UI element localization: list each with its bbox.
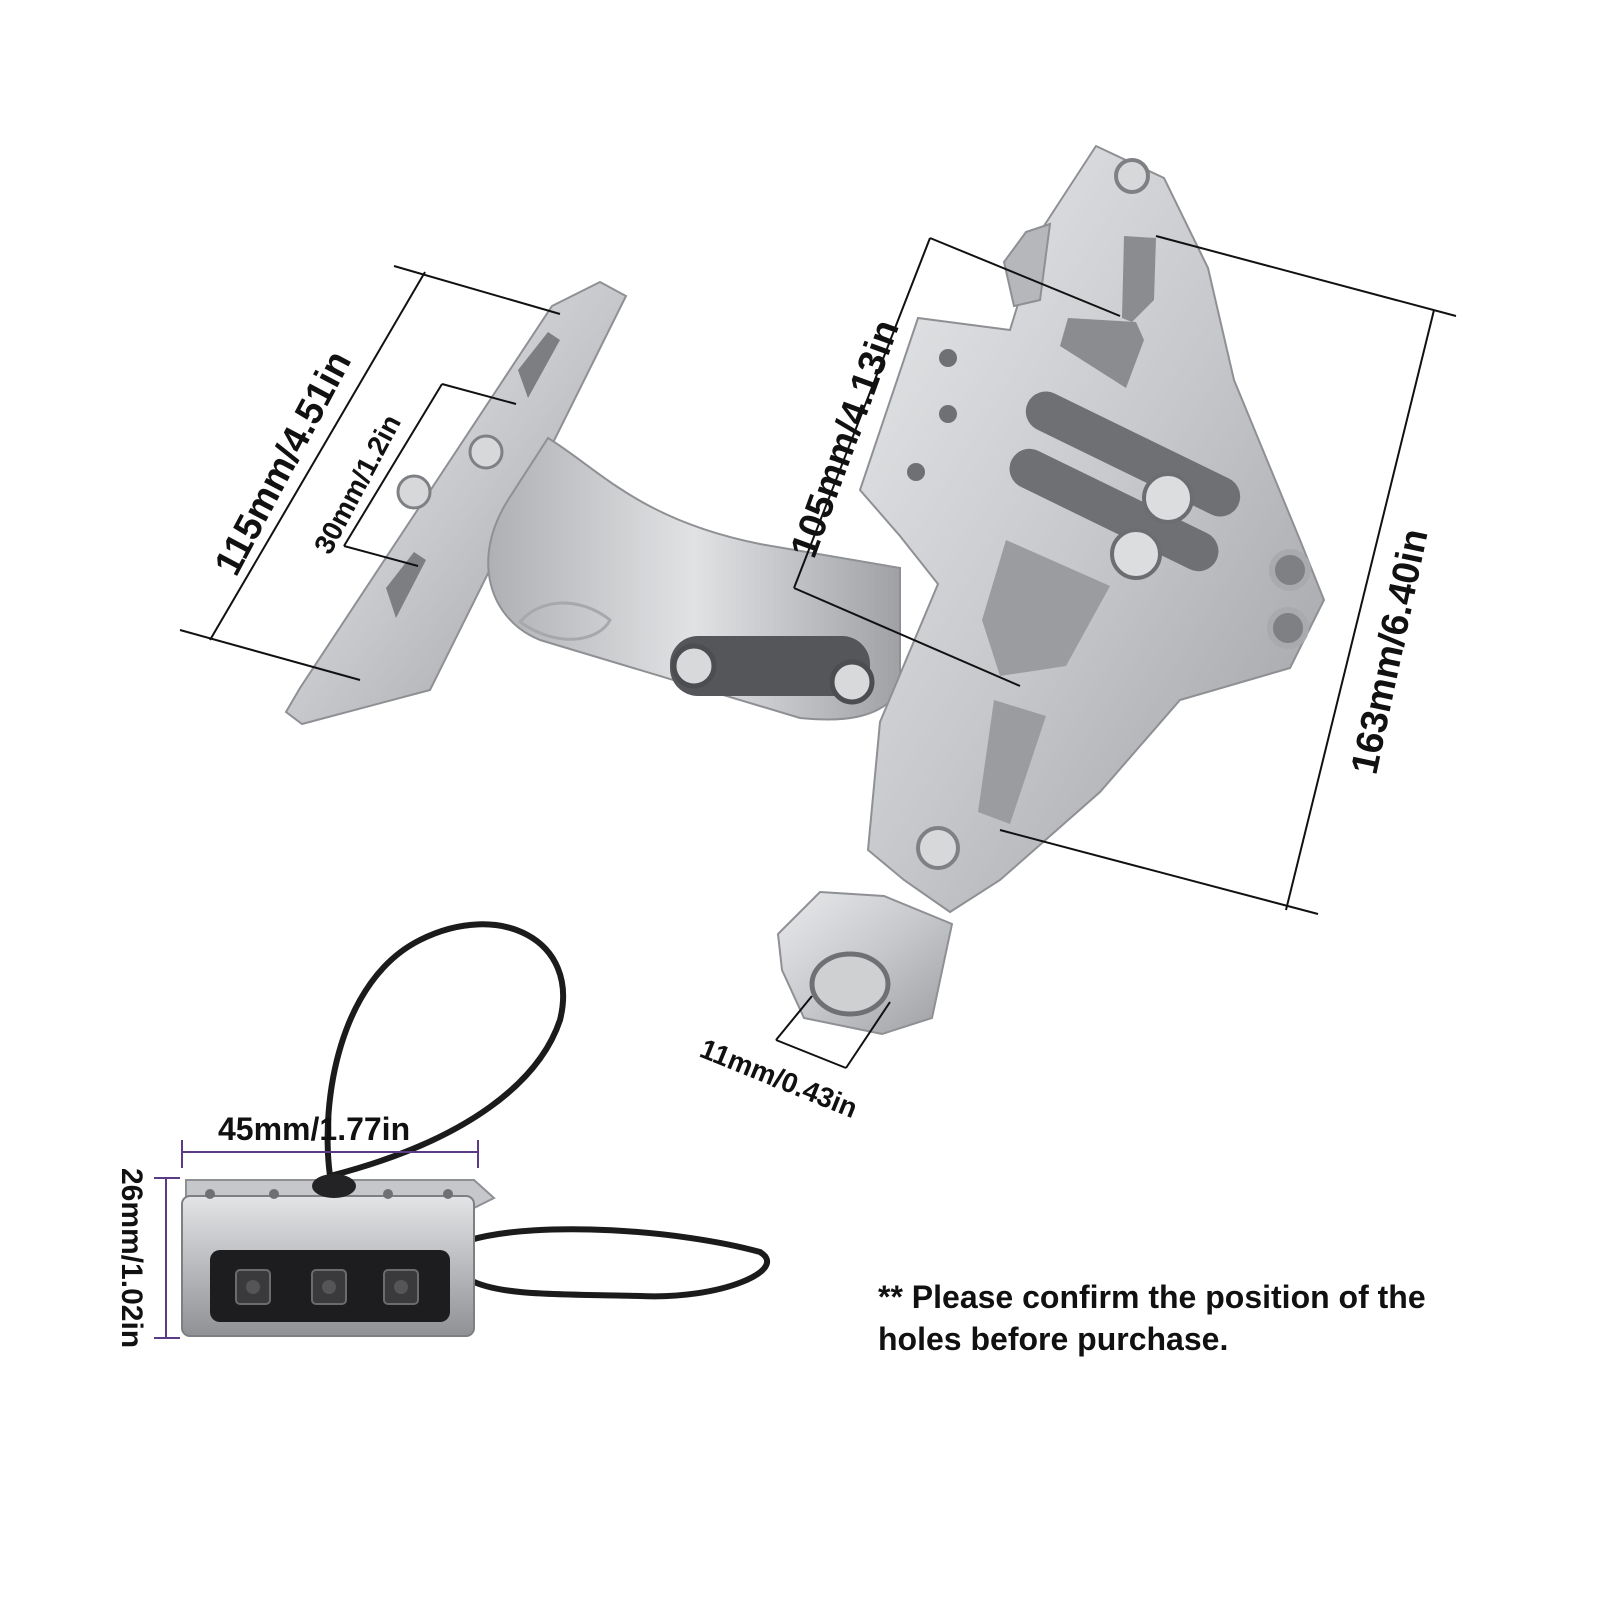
bracket-slot-4 xyxy=(1009,448,1219,572)
swing-arm xyxy=(487,436,901,721)
swing-arm-bolt-left xyxy=(671,643,717,689)
purchase-note-line-2: holes before purchase. xyxy=(878,1321,1229,1357)
purchase-note-line-1: ** Please confirm the position of the xyxy=(878,1279,1426,1315)
led-3-dot xyxy=(394,1280,408,1294)
bracket-slot-1 xyxy=(1122,236,1156,322)
bracket-slot-bolt-1 xyxy=(1142,472,1194,524)
plate-bolt-top xyxy=(468,434,504,470)
dim-light-height: 26mm/1.02in xyxy=(115,1168,148,1348)
dim-bracket-height: 163mm/6.40in xyxy=(1344,525,1437,778)
plate-mount xyxy=(284,280,628,726)
plate-slot-bottom xyxy=(386,552,426,618)
led-2-dot xyxy=(322,1280,336,1294)
light-cable-tail xyxy=(468,1226,770,1300)
logo-emboss xyxy=(517,601,612,641)
light-cable-loop xyxy=(324,921,567,1179)
dimension-lines xyxy=(179,235,1457,1069)
dim-mount-hole: 11mm/0.43in xyxy=(696,1033,862,1124)
bracket-bottom-bolt xyxy=(916,826,960,870)
bracket-hole-4 xyxy=(1269,549,1311,591)
purchase-note: ** Please confirm the position of the ho… xyxy=(878,1276,1558,1360)
bracket-slot-5 xyxy=(978,700,1046,824)
main-bracket-body xyxy=(858,144,1326,914)
bracket-top-bolt xyxy=(1114,158,1150,194)
bracket-hole-3 xyxy=(907,463,925,481)
bracket-slot-bolt-2 xyxy=(1110,528,1162,580)
bracket-cutout xyxy=(982,540,1110,676)
led-1-dot xyxy=(246,1280,260,1294)
dim-light-width: 45mm/1.77in xyxy=(218,1111,410,1147)
main-bracket xyxy=(776,144,1326,1036)
light-screw-1 xyxy=(205,1189,215,1199)
swing-arm-slot xyxy=(670,636,870,696)
light-screw-2 xyxy=(269,1189,279,1199)
light-screw-4 xyxy=(443,1189,453,1199)
bracket-hole-2 xyxy=(939,405,957,423)
plate-mount-body xyxy=(284,280,628,726)
plate-bolt-bottom xyxy=(396,474,432,510)
light-screw-3 xyxy=(383,1189,393,1199)
plate-slot-top xyxy=(518,332,560,398)
swing-arm-bolt-right xyxy=(829,659,875,705)
bracket-ear xyxy=(1002,222,1052,308)
bracket-hole-1 xyxy=(939,349,957,367)
light-dimension-lines xyxy=(154,1140,479,1339)
bracket-hole-5 xyxy=(1267,607,1309,649)
mount-hole xyxy=(809,951,891,1017)
bracket-slot-2 xyxy=(1060,318,1144,388)
led-light xyxy=(181,921,770,1337)
cable-grommet xyxy=(312,1174,356,1198)
